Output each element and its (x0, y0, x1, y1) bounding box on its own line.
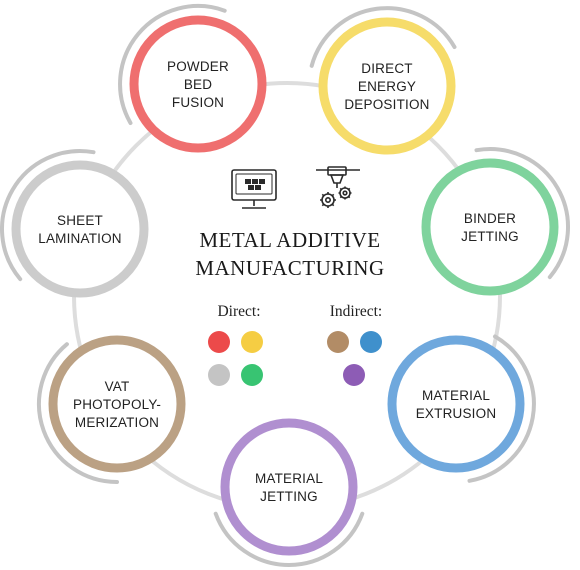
node-ring (421, 158, 559, 296)
node-ring (48, 335, 186, 473)
node-label-line: EXTRUSION (416, 406, 497, 421)
process-node-powder-bed-fusion: POWDER BED FUSION (118, 4, 267, 153)
node-label-line: LAMINATION (38, 231, 122, 246)
legend-dots (208, 331, 382, 386)
legend-indirect-label: Indirect: (330, 303, 383, 320)
process-node-vat-photopolymerization: VAT PHOTOPOLY- MERIZATION (37, 335, 186, 484)
process-node-material-extrusion: MATERIAL EXTRUSION (387, 334, 536, 483)
process-node-binder-jetting: BINDER JETTING (421, 147, 570, 296)
legend-indirect-dot (327, 331, 349, 353)
process-node-material-jetting: MATERIAL JETTING (213, 418, 365, 568)
node-label-line: PHOTOPOLY- (73, 397, 161, 412)
node-ring (318, 17, 456, 155)
printer-nozzle-gears-icon (316, 166, 360, 208)
node-outer-arc (0, 149, 96, 282)
node-label-line: MATERIAL (422, 388, 490, 403)
node-label-line: MERIZATION (75, 415, 159, 430)
process-nodes: POWDER BED FUSION DIRECT ENERGY DEPOSITION BIN… (0, 4, 570, 568)
node-label-line: MATERIAL (255, 471, 323, 486)
node-outer-arc (37, 342, 119, 484)
node-label-line: DIRECT (361, 61, 412, 76)
legend-direct-label: Direct: (217, 303, 260, 320)
node-label-line: ENERGY (358, 79, 416, 94)
node-label-line: FUSION (172, 95, 224, 110)
node-label-line: VAT (105, 379, 130, 394)
node-label-line: BED (184, 77, 212, 92)
node-label-line: JETTING (260, 489, 318, 504)
legend-indirect-dot (360, 331, 382, 353)
legend-direct-dot (208, 364, 230, 386)
computer-3d-print-icon (231, 169, 277, 209)
legend-direct-dot (208, 331, 230, 353)
node-label-line: POWDER (167, 59, 229, 74)
process-node-sheet-lamination: SHEET LAMINATION (0, 149, 149, 298)
legend-direct-dot (241, 364, 263, 386)
node-label-line: SHEET (57, 213, 103, 228)
legend-direct-dot (241, 331, 263, 353)
node-ring (11, 160, 149, 298)
legend-indirect-dot (343, 364, 365, 386)
node-outer-arc (309, 6, 457, 68)
node-label-line: DEPOSITION (344, 97, 429, 112)
title-line-1: METAL ADDITIVE (199, 228, 380, 252)
node-outer-arc (213, 511, 365, 568)
node-ring (129, 15, 267, 153)
node-outer-arc (467, 334, 536, 483)
node-ring (387, 335, 525, 473)
node-outer-arc (474, 147, 570, 280)
node-outer-arc (118, 4, 227, 125)
node-ring (220, 418, 358, 556)
node-label-line: JETTING (461, 229, 519, 244)
title-line-2: MANUFACTURING (195, 256, 384, 280)
node-label-line: BINDER (464, 211, 516, 226)
process-node-direct-energy-deposition: DIRECT ENERGY DEPOSITION (309, 6, 457, 155)
